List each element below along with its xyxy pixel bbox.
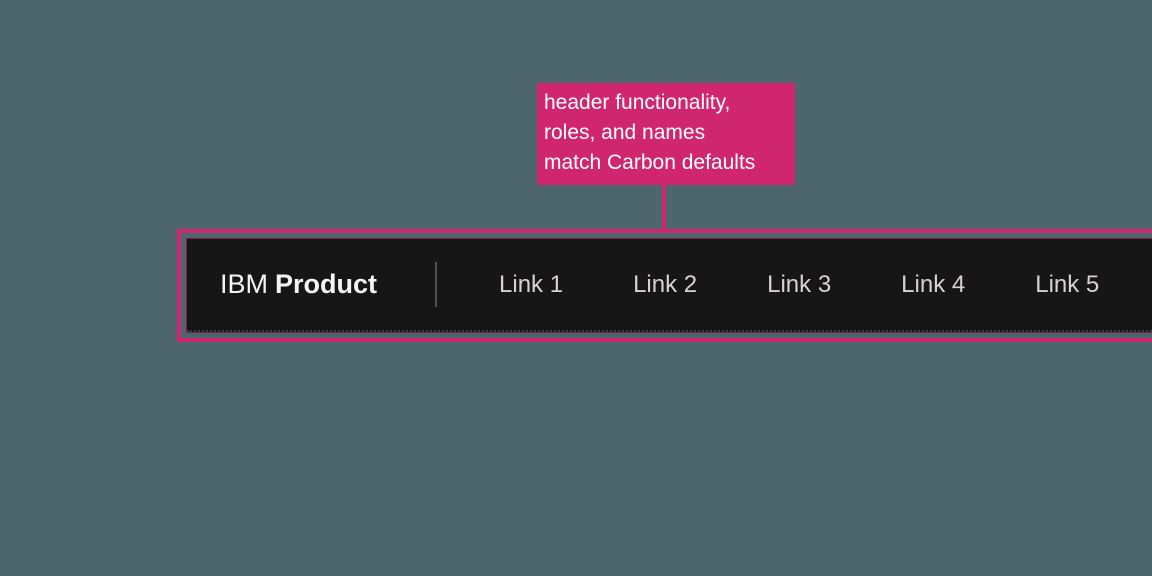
nav-link-5[interactable]: Link 5 (1035, 270, 1100, 298)
nav-link-1[interactable]: Link 1 (499, 270, 564, 298)
header-divider (435, 262, 438, 307)
brand-product-name: Product (275, 269, 378, 299)
annotation-line-1: header functionality, (544, 91, 731, 114)
annotation-line-2: roles, and names (544, 121, 706, 144)
nav-link-4[interactable]: Link 4 (901, 270, 966, 298)
annotation-line-3: match Carbon defaults (544, 151, 756, 174)
annotation-callout: header functionality, roles, and names m… (537, 83, 795, 185)
nav-link-3[interactable]: Link 3 (767, 270, 832, 298)
nav-link-2[interactable]: Link 2 (633, 270, 698, 298)
annotation-connector-line (662, 183, 666, 233)
header-nav: Link 1 Link 2 Link 3 Link 4 Link 5 (499, 271, 1099, 299)
brand-prefix: IBM (220, 269, 269, 299)
